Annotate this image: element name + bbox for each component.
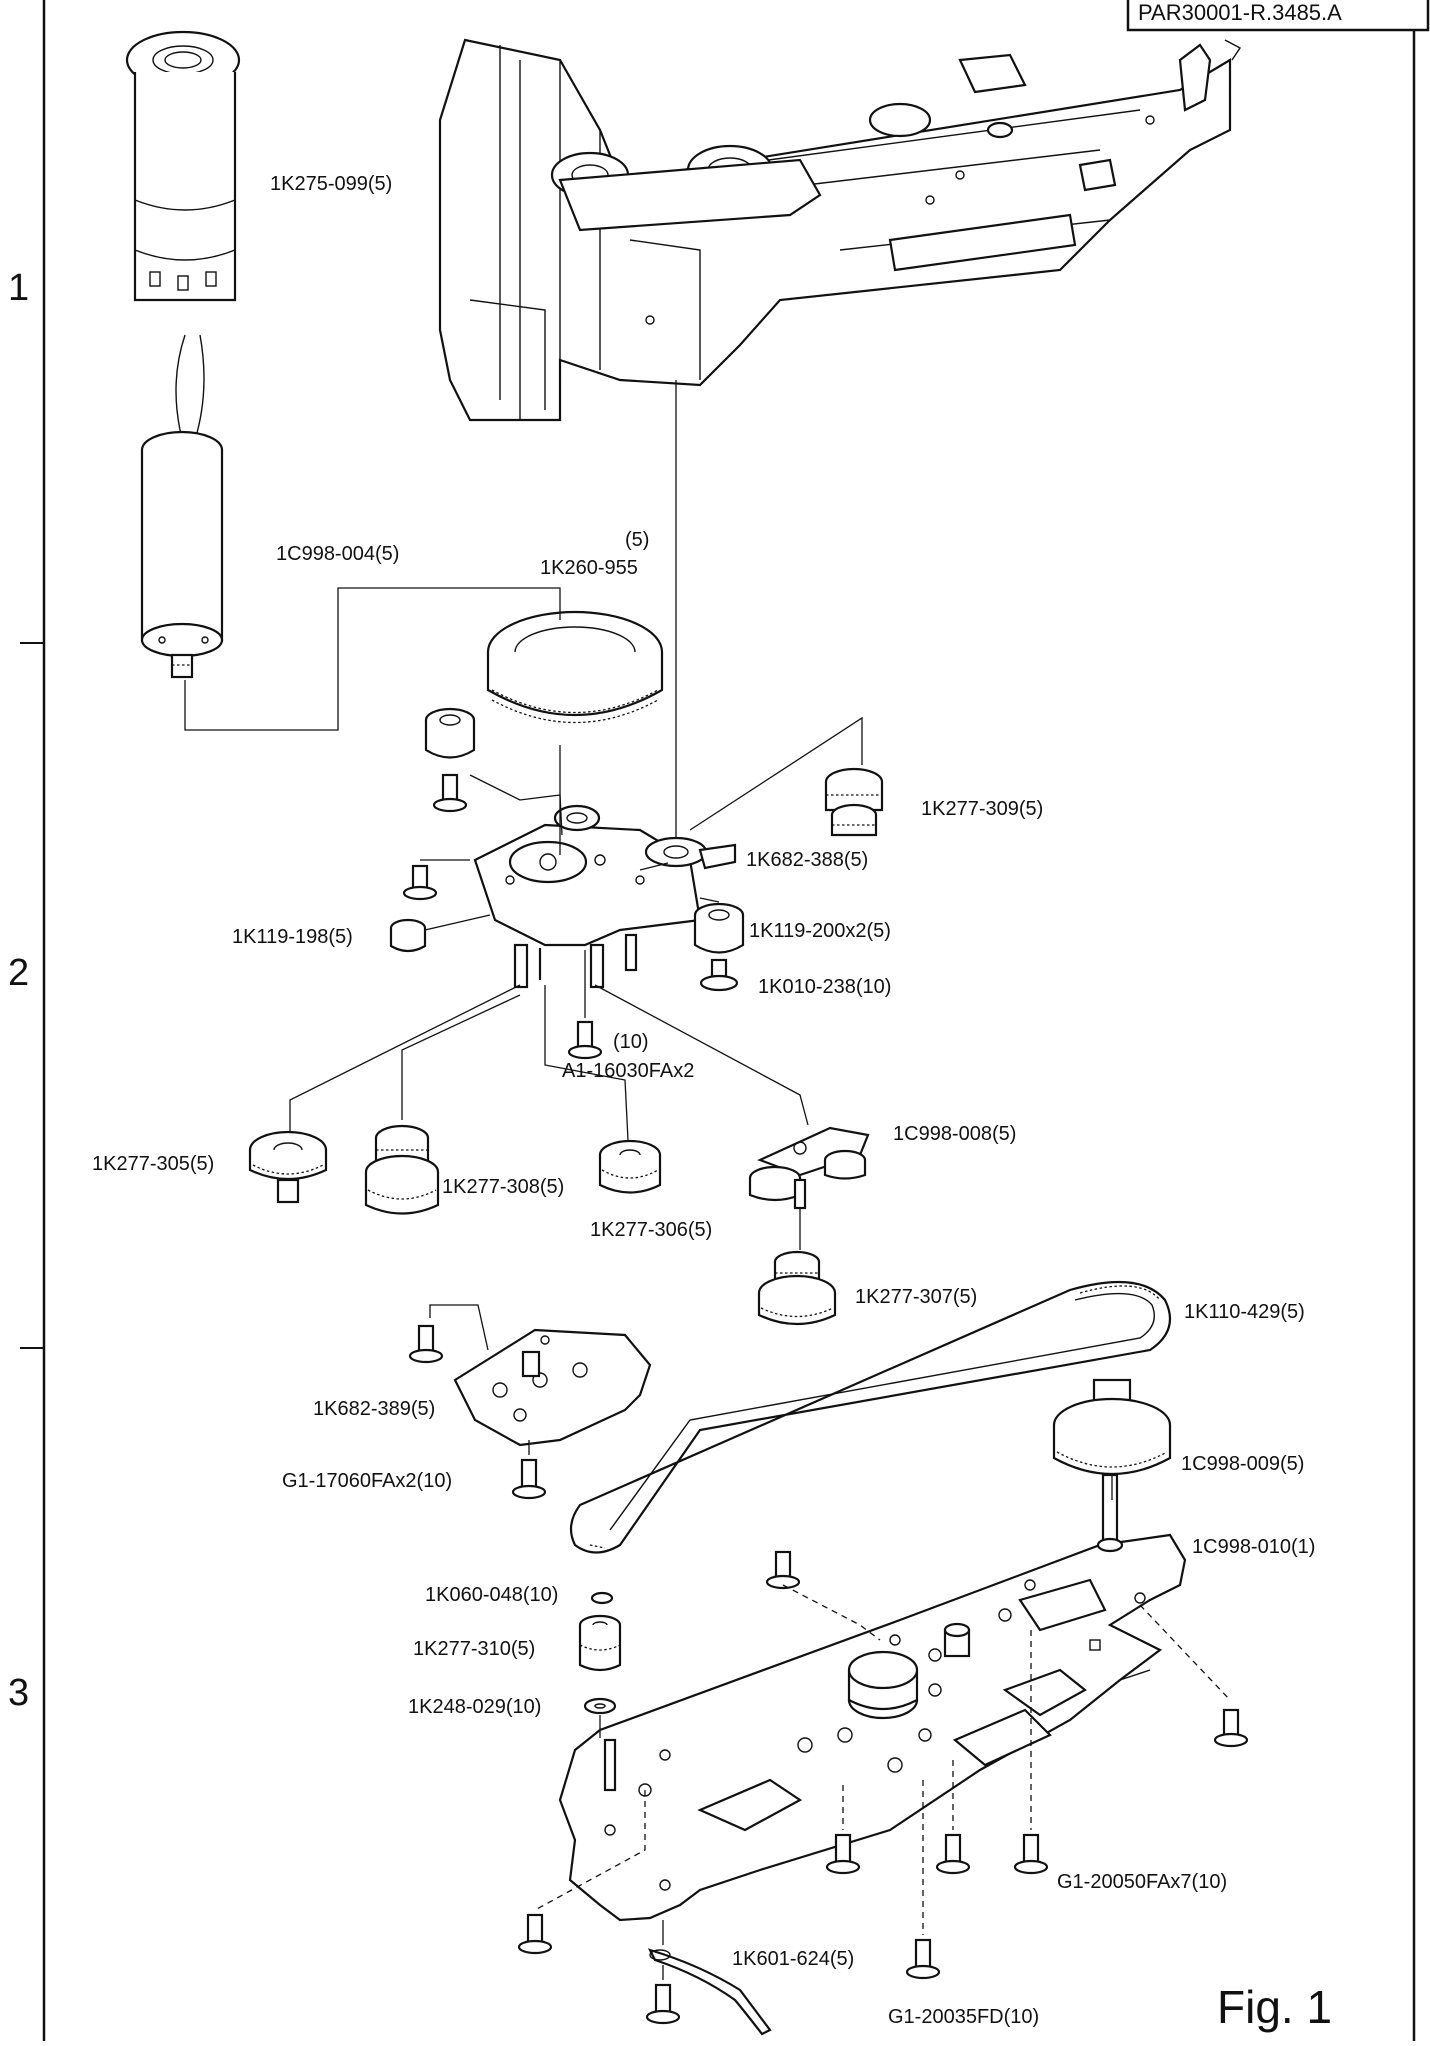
ring-gear-1k260-955 [486, 610, 664, 724]
label-g1-17060: G1-17060FAx2(10) [282, 1470, 452, 1492]
chassis-frame-drawing [438, 38, 1242, 422]
label-1c998-009: 1C998-009(5) [1181, 1453, 1304, 1475]
plate-1k682-388 [644, 836, 737, 870]
zone-number-1: 1 [8, 267, 29, 309]
label-1k260-955-qty: (5) [625, 529, 649, 551]
label-1k601-624: 1K601-624(5) [732, 1948, 854, 1970]
label-1k277-308: 1K277-308(5) [442, 1176, 564, 1198]
screw-base-8 [645, 1983, 681, 2025]
label-1k277-305: 1K277-305(5) [92, 1153, 214, 1175]
label-1c998-010: 1C998-010(1) [1192, 1536, 1315, 1558]
screw-base-1 [765, 1550, 801, 1590]
zone-number-2: 2 [8, 952, 29, 994]
label-1k010-238: 1K010-238(10) [758, 976, 891, 998]
lever-1c998-008 [748, 1126, 870, 1210]
label-1k682-388: 1K682-388(5) [746, 849, 868, 871]
gear-1k277-310 [578, 1614, 622, 1672]
screw-base-2 [1213, 1708, 1249, 1748]
gear-1k277-305 [248, 1130, 328, 1204]
screw-plate-top [402, 864, 438, 901]
damper-1k119-198 [389, 918, 427, 953]
label-a1-16030-qty: (10) [613, 1031, 649, 1053]
label-1c998-008: 1C998-008(5) [893, 1123, 1016, 1145]
screw-upper-damper [432, 773, 468, 813]
washer-1k248-029 [583, 1697, 617, 1715]
label-g1-20050: G1-20050FAx7(10) [1057, 1871, 1227, 1893]
washer-1k010-238 [699, 958, 739, 992]
screw-g1-17060 [511, 1458, 547, 1500]
label-1k277-307: 1K277-307(5) [855, 1286, 977, 1308]
gear-1k277-307 [757, 1250, 837, 1326]
document-ref-box: PAR30001-R.3485.A [1126, 0, 1430, 32]
pulley-1c998-009 [1052, 1378, 1172, 1476]
damper-1k119-200 [693, 902, 745, 954]
screw-base-5 [1013, 1833, 1049, 1875]
motor-1c998-004 [140, 430, 224, 679]
label-1k275-099: 1K275-099(5) [270, 173, 392, 195]
screw-base-3 [825, 1833, 861, 1875]
clip-1k060-048 [590, 1591, 614, 1605]
part-labels: 1K275-099(5) 1C998-004(5) (5) 1K260-955 … [92, 173, 1315, 2028]
spring-1k601-624 [647, 1948, 772, 2036]
leader-lines [184, 380, 1231, 1980]
gear-1k277-306 [598, 1139, 662, 1194]
label-1k119-200: 1K119-200x2(5) [749, 920, 891, 942]
belt-1k110-429 [569, 1280, 1172, 1554]
label-1k060-048: 1K060-048(10) [425, 1584, 558, 1606]
motor-housing-1k275-099 [125, 30, 241, 302]
label-a1-16030: A1-16030FAx2 [562, 1060, 694, 1082]
screw-base-6 [905, 1938, 941, 1980]
page-frame [20, 0, 1416, 2041]
screw-base-4 [935, 1833, 971, 1875]
plate-1k682-389 [453, 1328, 652, 1447]
document-ref-text: PAR30001-R.3485.A [1138, 0, 1342, 25]
screw-a1-16030 [567, 1020, 603, 1060]
label-g1-20035: G1-20035FD(10) [888, 2006, 1039, 2028]
gear-1k277-309 [824, 767, 884, 837]
label-1k119-198: 1K119-198(5) [232, 926, 353, 948]
label-1k277-309: 1K277-309(5) [921, 798, 1043, 820]
label-1k682-389: 1K682-389(5) [313, 1398, 435, 1420]
label-1c998-004: 1C998-004(5) [276, 543, 399, 565]
base-plate-1c998-010 [558, 1473, 1187, 1922]
screw-base-7 [517, 1913, 553, 1955]
gear-plate-assembly [473, 804, 702, 989]
label-1k277-306: 1K277-306(5) [590, 1219, 712, 1241]
label-1k260-955: 1K260-955 [540, 557, 638, 579]
figure-label: Fig. 1 [1217, 1981, 1332, 2033]
screw-plate-389-top [408, 1324, 444, 1364]
label-1k110-429: 1K110-429(5) [1184, 1301, 1305, 1323]
gear-1k277-308 [364, 1124, 440, 1215]
screws-base-plate [517, 1550, 1249, 2025]
label-1k248-029: 1K248-029(10) [408, 1696, 541, 1718]
label-1k277-310: 1K277-310(5) [413, 1638, 535, 1660]
damper-upper [424, 707, 476, 759]
zone-number-3: 3 [8, 1672, 29, 1714]
